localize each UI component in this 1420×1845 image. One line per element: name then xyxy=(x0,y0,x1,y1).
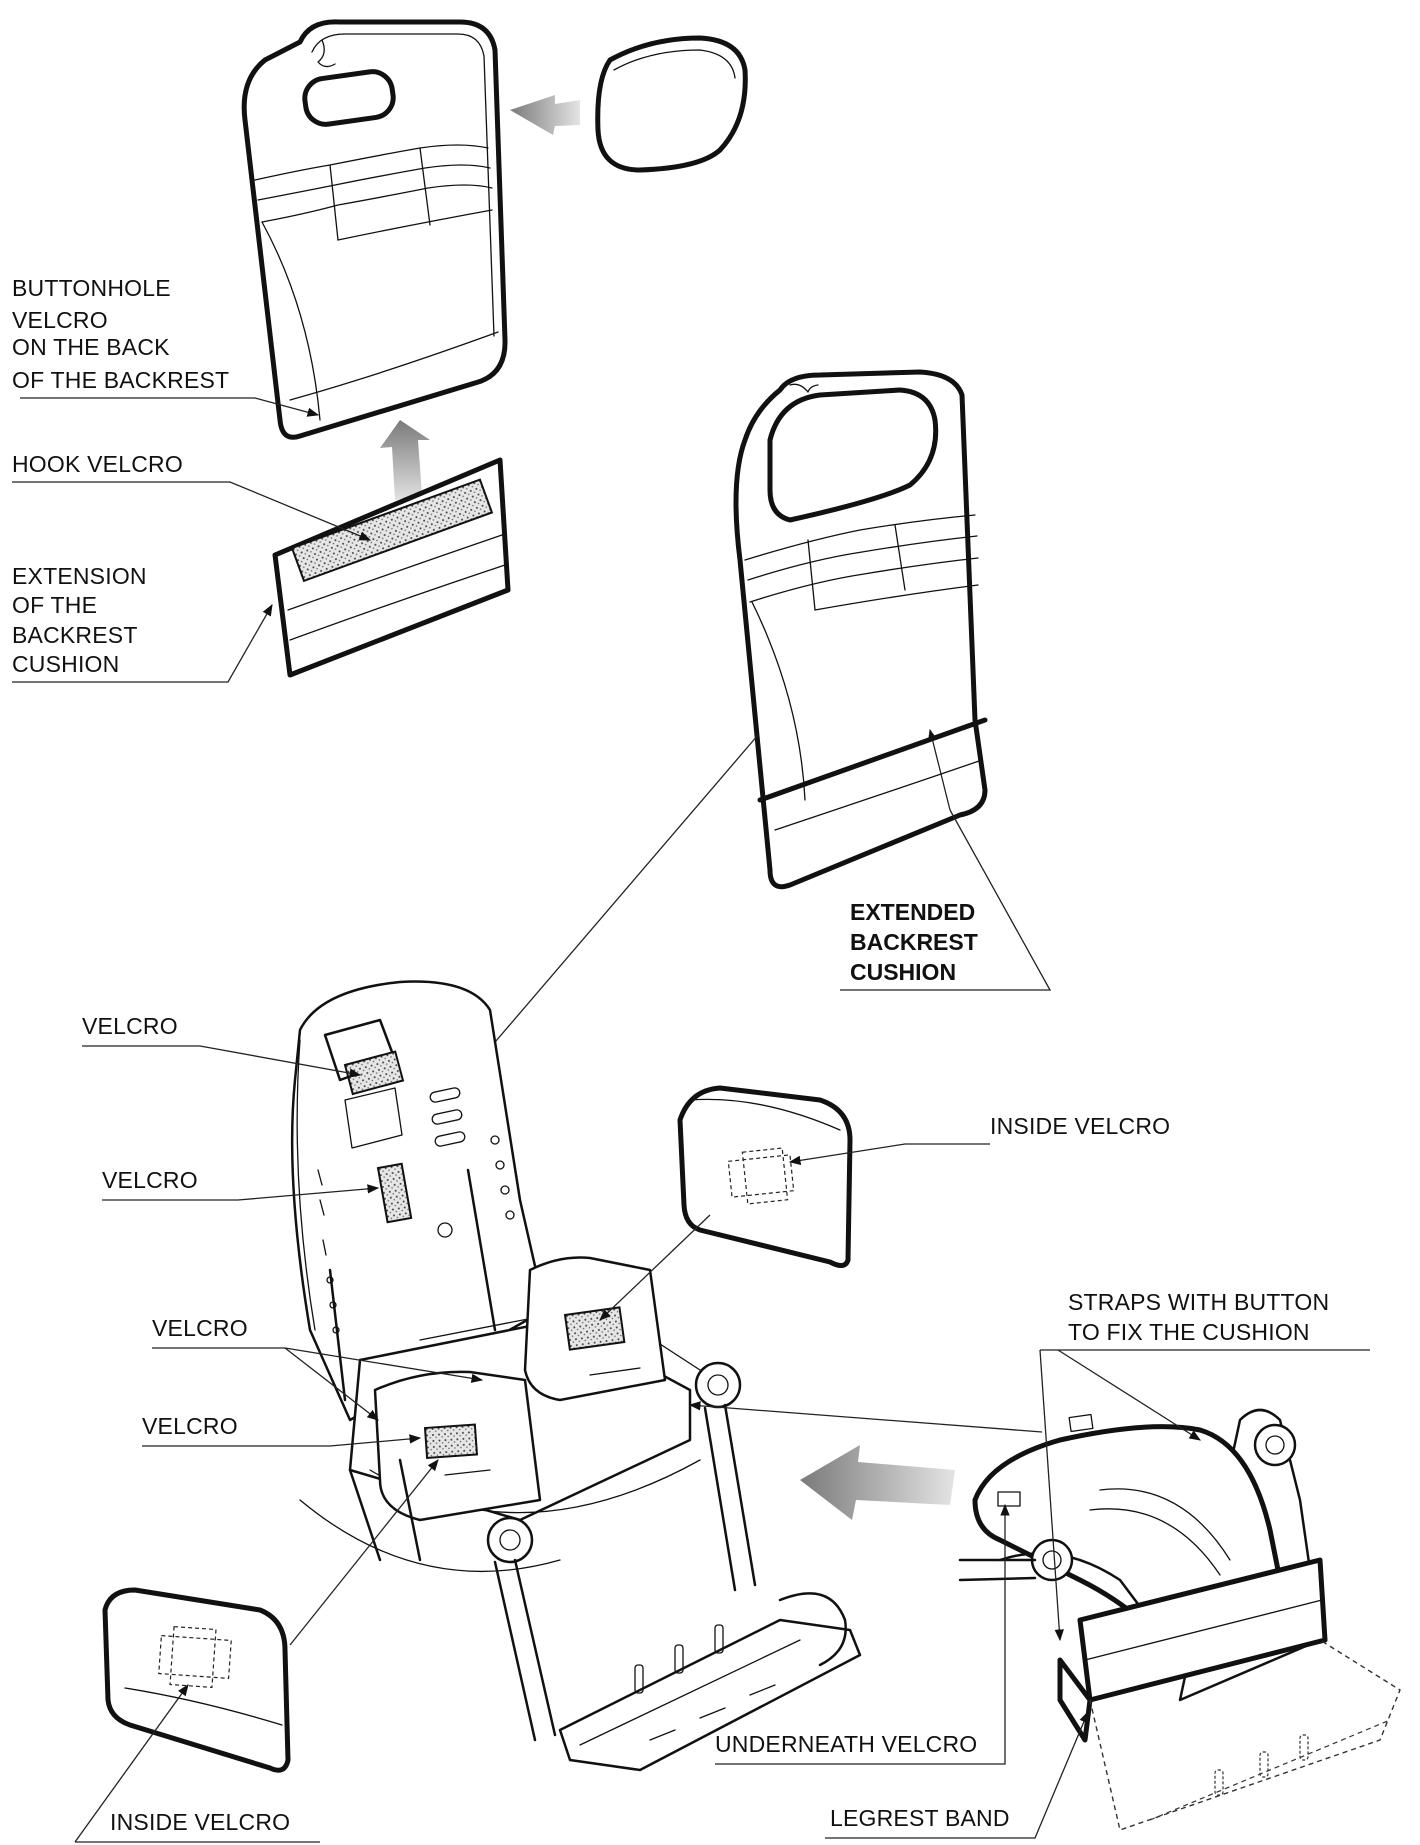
label-velcro-2: VELCRO xyxy=(102,1167,380,1201)
svg-text:ON THE BACK: ON THE BACK xyxy=(12,334,170,360)
svg-text:BACKREST: BACKREST xyxy=(12,622,138,648)
label-inside-velcro-top: INSIDE VELCRO xyxy=(599,1113,1170,1321)
svg-text:HOOK VELCRO: HOOK VELCRO xyxy=(12,451,183,477)
label-inside-velcro-bottom: INSIDE VELCRO xyxy=(74,1459,439,1843)
svg-text:VELCRO: VELCRO xyxy=(152,1315,248,1341)
lateral-pad-left xyxy=(102,1587,291,1773)
backrest-extension xyxy=(272,457,511,678)
svg-text:CUSHION: CUSHION xyxy=(12,651,119,677)
svg-text:BUTTONHOLE: BUTTONHOLE xyxy=(12,275,171,301)
label-underneath-velcro: UNDERNEATH VELCRO xyxy=(715,1503,1010,1765)
svg-text:BACKREST: BACKREST xyxy=(850,929,978,955)
label-extension: EXTENSION OF THE BACKREST CUSHION xyxy=(12,563,273,683)
label-velcro-1: VELCRO xyxy=(82,1013,362,1078)
svg-text:VELCRO: VELCRO xyxy=(82,1013,178,1039)
svg-text:INSIDE VELCRO: INSIDE VELCRO xyxy=(990,1113,1170,1139)
svg-text:CUSHION: CUSHION xyxy=(850,959,956,985)
svg-text:OF THE: OF THE xyxy=(12,592,97,618)
lateral-pad-right xyxy=(677,1085,853,1268)
svg-text:VELCRO: VELCRO xyxy=(102,1167,198,1193)
headrest-pad xyxy=(595,35,748,173)
svg-text:EXTENSION: EXTENSION xyxy=(12,563,147,589)
svg-text:EXTENDED: EXTENDED xyxy=(850,899,975,925)
svg-text:STRAPS WITH BUTTON: STRAPS WITH BUTTON xyxy=(1068,1289,1329,1315)
backrest-cover xyxy=(241,19,508,440)
extended-backrest-cushion xyxy=(733,369,988,890)
svg-text:VELCRO: VELCRO xyxy=(142,1413,238,1439)
svg-text:LEGREST BAND: LEGREST BAND xyxy=(830,1805,1010,1831)
insert-arrow-top xyxy=(510,95,580,135)
svg-text:INSIDE VELCRO: INSIDE VELCRO xyxy=(110,1809,290,1835)
label-velcro-3: VELCRO xyxy=(152,1315,484,1421)
label-legrest-band: LEGREST BAND xyxy=(825,1710,1089,1839)
insert-arrow-bottom xyxy=(800,1445,955,1520)
chair-frame xyxy=(290,980,862,1772)
svg-text:TO FIX THE CUSHION: TO FIX THE CUSHION xyxy=(1068,1319,1310,1345)
label-extended-backrest: EXTENDED BACKREST CUSHION xyxy=(840,728,1052,991)
up-arrow xyxy=(380,420,430,500)
seat-cushion xyxy=(958,1408,1401,1831)
leader-cushion-to-chair xyxy=(477,734,759,1063)
label-velcro-4: VELCRO xyxy=(142,1413,422,1447)
svg-text:UNDERNEATH VELCRO: UNDERNEATH VELCRO xyxy=(715,1731,977,1757)
svg-text:OF THE BACKREST: OF THE BACKREST xyxy=(12,367,229,393)
label-straps: STRAPS WITH BUTTON TO FIX THE CUSHION xyxy=(688,1289,1370,1642)
label-buttonhole-velcro: BUTTONHOLE VELCRO ON THE BACK OF THE BAC… xyxy=(12,275,320,417)
label-hook-velcro: HOOK VELCRO xyxy=(12,451,372,541)
svg-text:VELCRO: VELCRO xyxy=(12,307,108,333)
